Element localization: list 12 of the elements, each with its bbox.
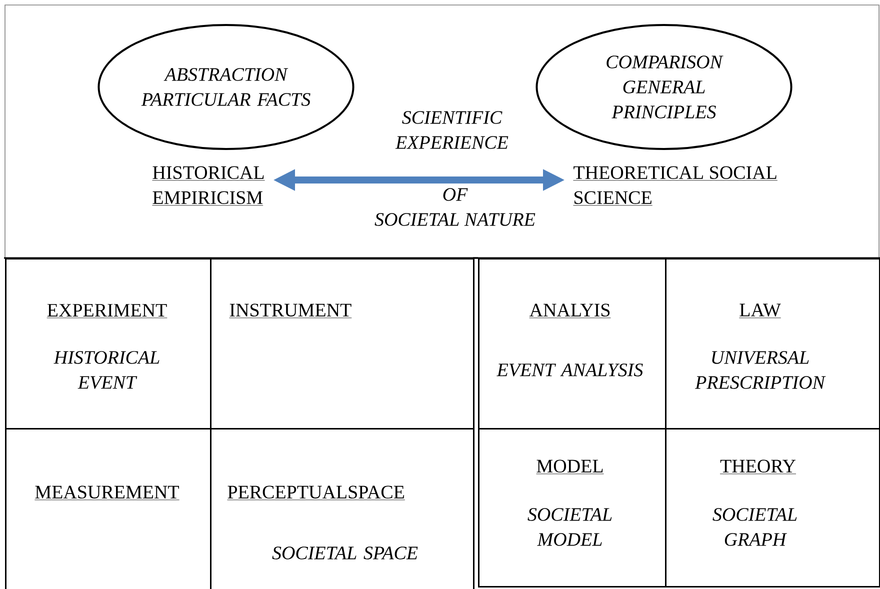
caption-text: SCIENTIFIC EXPERIENCE bbox=[395, 111, 508, 149]
table-cell: THEORY SOCIETAL GRAPH bbox=[665, 428, 880, 588]
table-cell: INSTRUMENT bbox=[210, 258, 474, 430]
caption-text: OF SOCIETAL NATURE bbox=[374, 188, 536, 226]
table-cell: EXPERIMENT HISTORICAL EVENT bbox=[5, 258, 212, 430]
table-cell: MEASUREMENT bbox=[5, 428, 212, 589]
table-cell: MODEL SOCIETAL MODEL bbox=[478, 428, 666, 588]
heading: HISTORICAL EMPIRICISM bbox=[152, 166, 265, 206]
table-cell: PERCEPTUALSPACE SOCIETAL SPACE bbox=[210, 428, 474, 589]
table-cell: ANALYIS EVENT ANALYSIS bbox=[478, 258, 666, 430]
table-cell: LAW UNIVERSAL PRESCRIPTION bbox=[665, 258, 880, 430]
heading: THEORETICAL SOCIAL SCIENCE bbox=[573, 166, 778, 206]
